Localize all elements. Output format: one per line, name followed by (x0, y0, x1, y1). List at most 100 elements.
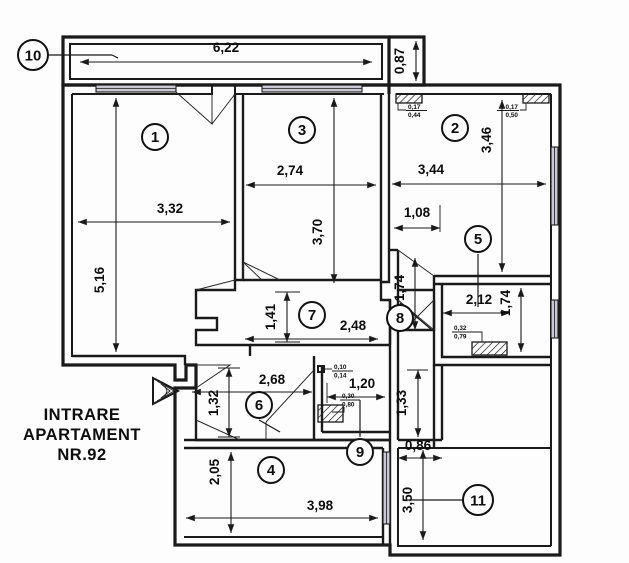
dimlabel-room9-height: 1,33 (394, 389, 409, 416)
note-num-a: 0,17 (408, 104, 421, 111)
duct-block-room2-right (522, 93, 550, 104)
room-marker-2[interactable]: 2 (441, 114, 469, 142)
dimlabel-room4-width: 3,98 (307, 498, 334, 513)
dimlabel-hall-offset: 1,08 (404, 205, 431, 220)
room-marker-5-label: 5 (474, 231, 482, 248)
duct-block-room5 (471, 341, 508, 356)
door-hall-a (195, 279, 236, 291)
room-marker-1[interactable]: 1 (141, 123, 169, 151)
entry-arrow-in3 (164, 385, 168, 397)
dimlabel-room7-width: 2,48 (340, 318, 367, 333)
opening-notes-group: 0,17 0,44 0,17 0,50 0,10 0,14 0,30 0,80 (317, 103, 527, 413)
note-den-d: 0,80 (342, 402, 355, 409)
note-num-c: 0,10 (334, 364, 347, 371)
room-marker-1-label: 1 (151, 129, 159, 146)
dimlabel-room1-width: 3,32 (157, 201, 183, 216)
partition-room5-left-b (440, 284, 551, 359)
note-num-d: 0,30 (342, 393, 355, 400)
balcony11-inner (397, 448, 551, 547)
dimlabel-room1-height: 5,16 (92, 266, 107, 293)
note-num-e: 0,32 (454, 325, 467, 332)
room-marker-10-label: 10 (25, 48, 42, 65)
entry-arrow-in1 (156, 380, 175, 402)
entry-label-line2: APARTAMENT (23, 426, 141, 444)
dimlabel-room6-width: 2,68 (259, 372, 286, 387)
note-den-e: 0,79 (454, 334, 467, 341)
dimlabel-balcony2-height: 3,50 (400, 487, 415, 513)
room-marker-3-label: 3 (298, 122, 306, 139)
window-room5-right (550, 299, 559, 339)
room-marker-7[interactable]: 7 (298, 301, 326, 329)
note-num-b: 0,17 (506, 104, 519, 111)
room-marker-2-label: 2 (451, 120, 459, 137)
opening-note-room2-right: 0,17 0,50 (497, 103, 527, 119)
dimlabel-room3-width: 2,74 (277, 163, 304, 178)
entry-arrow-in2 (160, 383, 171, 399)
duct-block-room2-left (395, 93, 423, 104)
room-marker-11-label: 11 (470, 493, 486, 510)
note-leader-e (472, 331, 483, 342)
opening-note-duct-1: 0,30 0,80 (332, 393, 360, 413)
dimlabel-balcony-length: 6,22 (213, 40, 239, 55)
note-leader-b (520, 103, 527, 111)
dimlabel-balcony2-width: 0,86 (405, 438, 432, 453)
note-den-a: 0,44 (408, 112, 421, 119)
note-leader-a (397, 103, 406, 111)
note-den-c: 0,14 (334, 373, 347, 380)
door-room9-swing (265, 369, 315, 423)
room-marker-8[interactable]: 8 (386, 304, 414, 332)
dimlabel-room5-width: 2,12 (466, 292, 492, 307)
dimlabel-room3-height: 3,70 (310, 219, 325, 245)
room-marker-9-label: 9 (356, 444, 364, 461)
room-marker-5[interactable]: 5 (464, 225, 492, 253)
dimlabel-room4-height: 2,05 (207, 458, 222, 485)
room-markers-group: 1 2 3 4 5 6 7 8 (17, 39, 494, 516)
entry-label-line1: INTRARE (44, 406, 121, 424)
window-room2-right (550, 146, 559, 226)
entry-arrow-outer (152, 376, 181, 406)
opening-note-room2-left: 0,17 0,44 (397, 103, 427, 119)
window-room4-balcony-door (382, 451, 391, 525)
partition-room1-room3 (233, 94, 245, 282)
dimlabel-room8-height: 1,74 (392, 274, 407, 301)
partition-hall-left (194, 280, 252, 356)
window-room1 (95, 84, 177, 93)
dimlabel-room5-height: 1,74 (498, 289, 513, 316)
room-marker-4[interactable]: 4 (257, 456, 285, 484)
dimension-lines: 6,22 0,87 3,32 5,16 2,74 3,70 3,44 3,46 … (78, 40, 546, 540)
entry-arrow-icon (152, 376, 181, 406)
room-marker-6[interactable]: 6 (245, 391, 273, 419)
leader-marker-10-tip (111, 54, 119, 59)
note-leader-d (332, 407, 345, 413)
entry-marker-group: INTRARE APARTAMENT NR.92 (23, 376, 181, 464)
opening-note-duct-2: 0,32 0,79 (452, 325, 483, 342)
room-marker-9[interactable]: 9 (346, 438, 374, 466)
dimlabel-room6-height: 1,32 (206, 390, 221, 416)
door-entry-swing (195, 364, 232, 389)
dimlabel-room7-height: 1,41 (263, 303, 278, 330)
balcony-top-inner (69, 43, 383, 80)
partition-room1-bottom (72, 354, 187, 365)
duct-block-room9 (317, 404, 344, 423)
dimlabel-balcony-depth: 0,87 (392, 48, 407, 74)
windows-group (95, 84, 559, 525)
room-marker-11[interactable]: 11 (462, 484, 494, 516)
room-marker-3[interactable]: 3 (288, 116, 316, 144)
dimlabel-room2-width: 3,44 (418, 162, 445, 177)
door-room3-b (242, 261, 281, 281)
room-marker-8-label: 8 (396, 310, 404, 327)
room-marker-4-label: 4 (267, 462, 276, 479)
entry-label-line3: NR.92 (57, 446, 106, 464)
window-room3 (261, 84, 363, 93)
partition-room3-right (379, 94, 391, 284)
room-marker-10[interactable]: 10 (17, 39, 49, 71)
leader-marker-6 (258, 419, 281, 433)
dimlabel-room2-height: 3,46 (479, 126, 494, 153)
note-den-b: 0,50 (506, 112, 519, 119)
room-marker-6-label: 6 (255, 397, 263, 414)
door-room1-b (211, 93, 236, 125)
dimlabel-room9-width: 1,20 (349, 376, 375, 391)
room-marker-7-label: 7 (308, 307, 316, 324)
